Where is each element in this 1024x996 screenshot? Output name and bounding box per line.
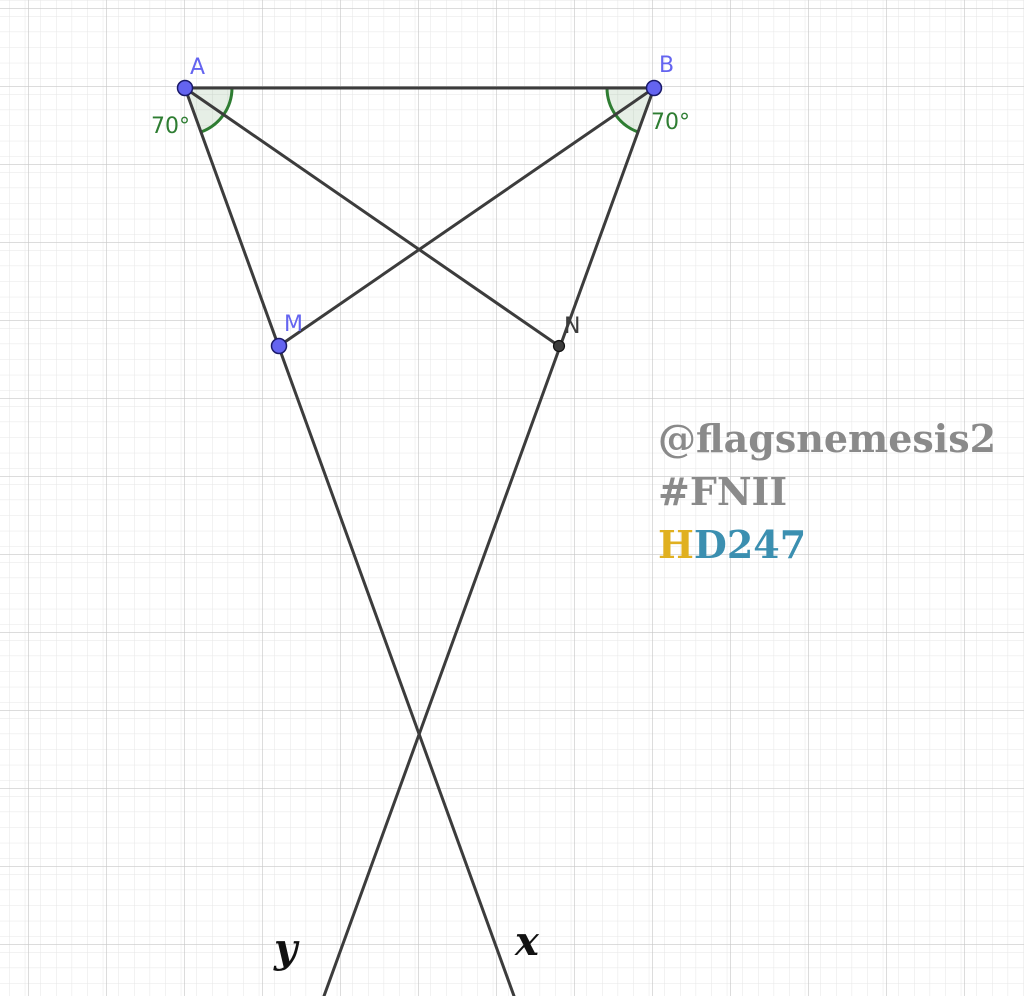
point-label-A: A — [190, 55, 205, 80]
segment-AN[interactable] — [183, 86, 561, 348]
angle-sector-A — [185, 88, 232, 132]
ray-label-y: y — [273, 925, 300, 972]
point-label-B: B — [659, 53, 674, 78]
watermark-code-rest: D247 — [694, 522, 806, 567]
watermark-handle: @flagsnemesis2 — [658, 416, 996, 461]
point-A[interactable] — [176, 79, 194, 97]
point-label-M: M — [284, 312, 303, 337]
angle-label-B: 70° — [651, 110, 690, 135]
watermark-code: HD247 — [658, 522, 806, 567]
point-label-N: N — [564, 314, 580, 339]
ray-By[interactable] — [322, 86, 656, 996]
ray-label-x: x — [514, 918, 540, 965]
watermark-code-h: H — [658, 522, 694, 567]
point-N[interactable] — [552, 339, 566, 353]
point-B[interactable] — [645, 79, 663, 97]
angle-label-A: 70° — [151, 114, 190, 139]
ray-Ax[interactable] — [183, 86, 516, 996]
angle-sector-B — [607, 88, 654, 132]
watermark-tag: #FNII — [658, 469, 787, 514]
point-M[interactable] — [270, 337, 288, 355]
segment-BM[interactable] — [277, 86, 656, 348]
